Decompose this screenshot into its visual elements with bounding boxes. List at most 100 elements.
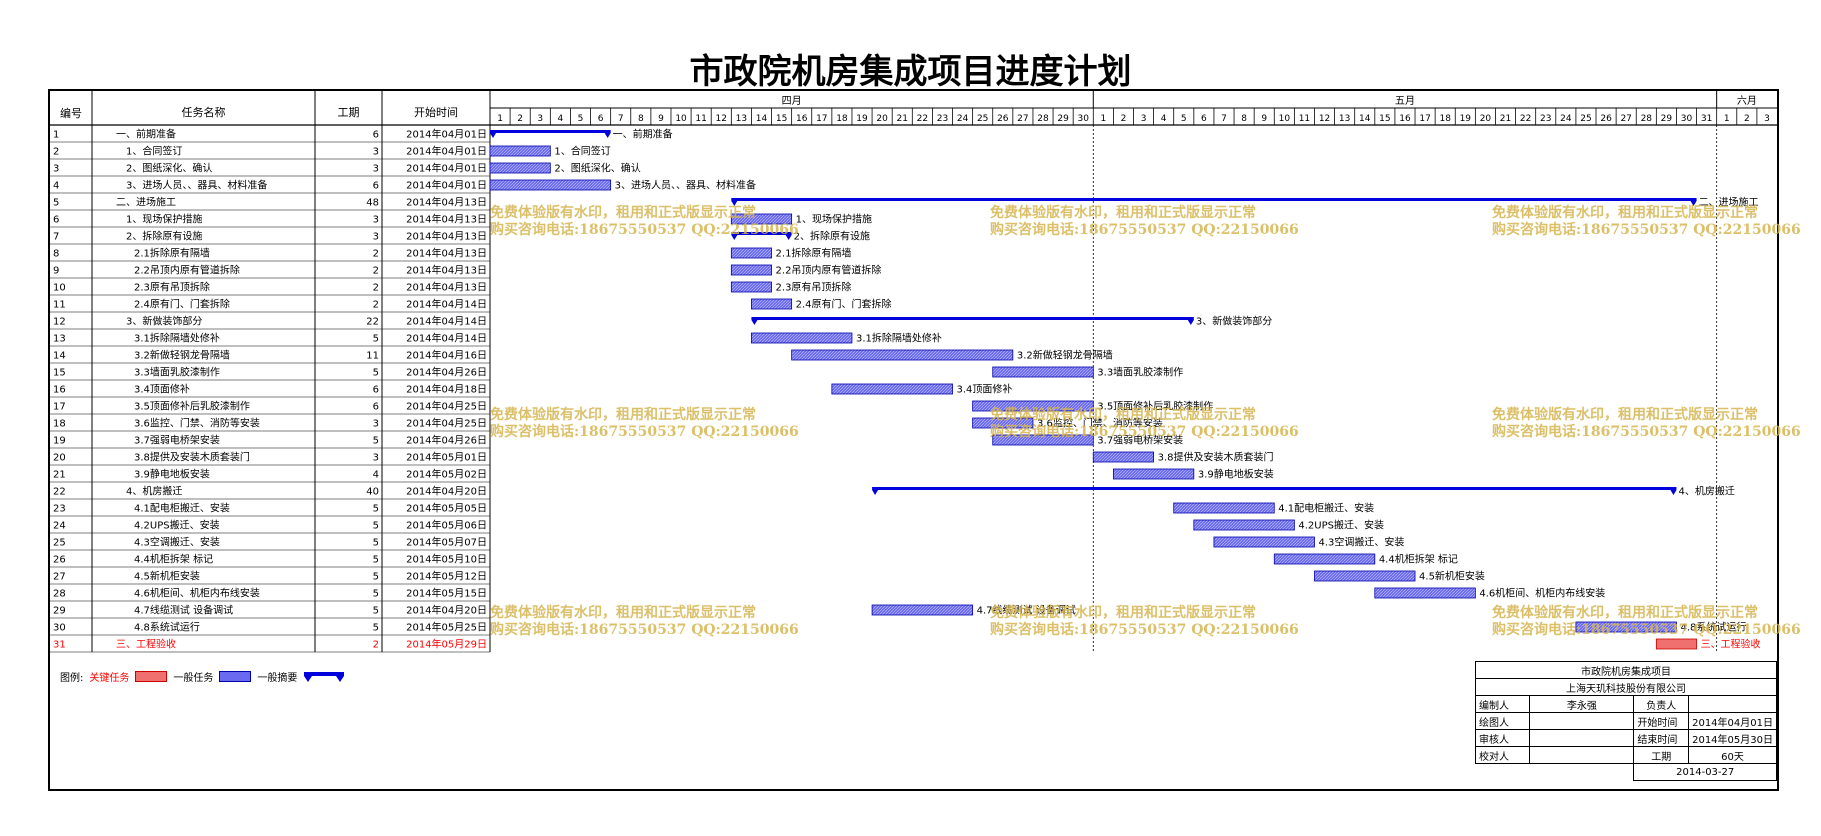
bar-label: 3.6监控、门禁、消防等安装 xyxy=(1037,417,1163,430)
day-label: 17 xyxy=(1419,114,1430,124)
day-label: 31 xyxy=(1701,114,1712,124)
day-label: 19 xyxy=(1460,114,1472,124)
month-label: 六月 xyxy=(1737,95,1757,107)
row-id: 2 xyxy=(53,147,59,158)
task-bar xyxy=(1213,536,1315,548)
day-label: 27 xyxy=(1017,114,1028,124)
row-id: 31 xyxy=(53,640,66,651)
day-label: 21 xyxy=(897,114,908,124)
day-label: 7 xyxy=(1221,114,1227,124)
row-duration: 2 xyxy=(373,266,379,277)
bar-label: 4.3空调搬迁、安装 xyxy=(1318,536,1404,549)
bar-label: 3.8提供及安装木质套装门 xyxy=(1158,451,1274,464)
legend-summary-swatch xyxy=(304,671,345,682)
task-bar xyxy=(791,349,1014,361)
row-duration: 6 xyxy=(373,402,379,413)
watermark-line2: 购买咨询电话:18675550537 QQ:22150066 xyxy=(1492,424,1801,440)
info-end: 2014年05月30日 xyxy=(1688,729,1777,747)
day-label: 10 xyxy=(675,114,687,124)
row-id: 1 xyxy=(53,130,59,141)
task-bar xyxy=(1374,587,1476,599)
task-bar xyxy=(751,298,793,310)
row-id: 22 xyxy=(53,487,66,498)
task-bar xyxy=(871,604,974,616)
row-duration: 3 xyxy=(373,419,379,430)
watermark-line2: 购买咨询电话:18675550537 QQ:22150066 xyxy=(990,424,1299,440)
task-bar xyxy=(730,281,772,293)
row-task-name: 3.5顶面修补后乳胶漆制作 xyxy=(134,400,250,413)
info-drawer-label: 绘图人 xyxy=(1474,712,1531,730)
row-duration: 5 xyxy=(373,504,379,515)
row-duration: 3 xyxy=(373,453,379,464)
row-start-date: 2014年04月01日 xyxy=(406,179,487,192)
row-id: 19 xyxy=(53,436,66,447)
day-label: 7 xyxy=(618,114,624,124)
row-duration: 40 xyxy=(366,487,379,498)
row-task-name: 2.1拆除原有隔墙 xyxy=(134,247,210,260)
row-start-date: 2014年05月12日 xyxy=(406,570,487,583)
row-duration: 5 xyxy=(373,555,379,566)
watermark: 免费体验版有水印，租用和正式版显示正常购买咨询电话:18675550537 QQ… xyxy=(490,205,799,239)
info-dur-label: 工期 xyxy=(1633,746,1690,764)
row-duration: 5 xyxy=(373,521,379,532)
row-start-date: 2014年05月02日 xyxy=(406,468,487,481)
watermark: 免费体验版有水印，租用和正式版显示正常购买咨询电话:18675550537 QQ… xyxy=(990,205,1299,239)
info-owner xyxy=(1688,695,1777,713)
watermark-line2: 购买咨询电话:18675550537 QQ:22150066 xyxy=(1492,622,1801,638)
row-start-date: 2014年04月01日 xyxy=(406,162,487,175)
row-id: 6 xyxy=(53,215,59,226)
task-bar xyxy=(972,400,1094,412)
bar-label: 2、图纸深化、确认 xyxy=(554,162,640,175)
day-label: 21 xyxy=(1500,114,1511,124)
row-start-date: 2014年04月13日 xyxy=(406,247,487,260)
month-label: 五月 xyxy=(1395,95,1415,107)
row-start-date: 2014年04月13日 xyxy=(406,196,487,209)
summary-bar xyxy=(731,232,792,240)
row-start-date: 2014年04月25日 xyxy=(406,400,487,413)
bar-label: 4.7线缆测试 设备调试 xyxy=(977,604,1076,617)
info-reviewer-label: 审核人 xyxy=(1474,729,1531,747)
row-start-date: 2014年04月01日 xyxy=(406,145,487,158)
critical-task-bar xyxy=(1655,638,1697,650)
task-bar xyxy=(1314,570,1416,582)
row-task-name: 3.4顶面修补 xyxy=(134,383,190,396)
row-duration: 5 xyxy=(373,538,379,549)
watermark: 免费体验版有水印，租用和正式版显示正常购买咨询电话:18675550537 QQ… xyxy=(1492,407,1801,441)
row-id: 24 xyxy=(53,521,66,532)
info-project: 市政院机房集成项目 xyxy=(1475,661,1777,679)
row-id: 7 xyxy=(53,232,59,243)
day-label: 15 xyxy=(1379,114,1390,124)
header-id: 编号 xyxy=(60,106,82,120)
bar-label: 三、工程验收 xyxy=(1701,638,1761,651)
day-label: 11 xyxy=(695,114,706,124)
watermark: 免费体验版有水印，租用和正式版显示正常购买咨询电话:18675550537 QQ… xyxy=(1492,205,1801,239)
row-start-date: 2014年04月26日 xyxy=(406,366,487,379)
day-label: 24 xyxy=(1560,114,1572,124)
info-dur: 60天 xyxy=(1688,746,1777,764)
day-label: 2 xyxy=(1121,114,1127,124)
row-task-name: 4、机房搬迁 xyxy=(126,485,182,498)
row-start-date: 2014年04月26日 xyxy=(406,434,487,447)
row-start-date: 2014年05月25日 xyxy=(406,621,487,634)
day-label: 29 xyxy=(1661,114,1673,124)
row-task-name: 3.3墙面乳胶漆制作 xyxy=(134,366,220,379)
day-label: 3 xyxy=(537,114,543,124)
day-label: 10 xyxy=(1279,114,1291,124)
row-start-date: 2014年04月13日 xyxy=(406,230,487,243)
row-duration: 5 xyxy=(373,572,379,583)
row-task-name: 1、合同签订 xyxy=(126,145,182,158)
task-bar xyxy=(972,417,1034,429)
row-start-date: 2014年04月13日 xyxy=(406,213,487,226)
row-duration: 2 xyxy=(373,249,379,260)
bar-label: 4.2UPS搬迁、安装 xyxy=(1298,519,1384,532)
task-bar xyxy=(1092,451,1155,463)
row-id: 27 xyxy=(53,572,66,583)
bar-label: 3.7强弱电桥架安装 xyxy=(1097,434,1183,447)
row-id: 9 xyxy=(53,266,59,277)
watermark: 免费体验版有水印，租用和正式版显示正常购买咨询电话:18675550537 QQ… xyxy=(990,605,1299,639)
info-start: 2014年04月01日 xyxy=(1688,712,1777,730)
task-bar xyxy=(992,366,1094,378)
info-end-label: 结束时间 xyxy=(1633,729,1690,747)
info-start-label: 开始时间 xyxy=(1633,712,1690,730)
row-duration: 48 xyxy=(366,198,379,209)
